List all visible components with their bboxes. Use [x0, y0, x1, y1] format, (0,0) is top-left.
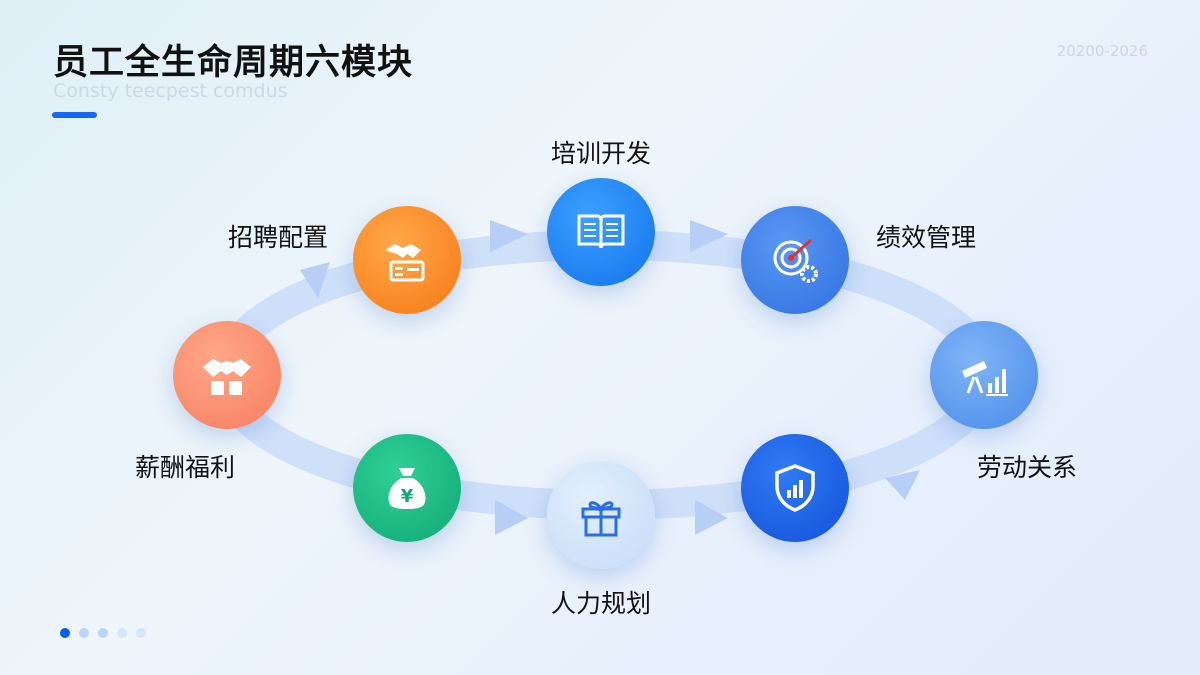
module-label-recruitment: 招聘配置	[227, 223, 329, 252]
node-recruitment[interactable]	[353, 206, 461, 314]
year-range: 20200-2026	[1056, 42, 1148, 60]
telescope-chart-icon	[962, 361, 1008, 396]
handshake-box-icon	[203, 359, 251, 395]
module-label-planning: 人力规划	[550, 589, 652, 618]
node-planning[interactable]	[547, 461, 655, 569]
module-label-training: 培训开发	[550, 139, 652, 168]
node-compensation[interactable]	[173, 321, 281, 429]
svg-text:¥: ¥	[401, 486, 414, 507]
page-dot[interactable]	[98, 628, 108, 638]
page-dot[interactable]	[117, 628, 127, 638]
page-subtitle: Consty teecpest comdus	[53, 80, 288, 102]
handshake-card-icon	[385, 244, 425, 282]
node-money-bag[interactable]: ¥	[353, 434, 461, 542]
target-gear-icon	[773, 238, 818, 283]
flow-arrows	[300, 220, 920, 535]
module-label-labor-relations: 劳动关系	[976, 453, 1078, 482]
node-training[interactable]	[547, 178, 655, 286]
page-dot-active[interactable]	[60, 628, 70, 638]
title-accent-bar	[52, 112, 97, 118]
node-shield[interactable]	[741, 434, 849, 542]
shield-chart-icon	[775, 464, 815, 512]
gift-icon	[581, 501, 621, 537]
node-performance[interactable]	[741, 206, 849, 314]
book-icon	[577, 214, 625, 249]
page-dot[interactable]	[136, 628, 146, 638]
page-title: 员工全生命周期六模块	[53, 43, 414, 83]
money-bag-icon: ¥	[388, 468, 426, 509]
pagination-dots	[60, 628, 146, 638]
page-dot[interactable]	[79, 628, 89, 638]
node-labor-relations[interactable]	[930, 321, 1038, 429]
module-label-performance: 绩效管理	[875, 223, 977, 252]
module-label-compensation: 薪酬福利	[134, 453, 236, 482]
